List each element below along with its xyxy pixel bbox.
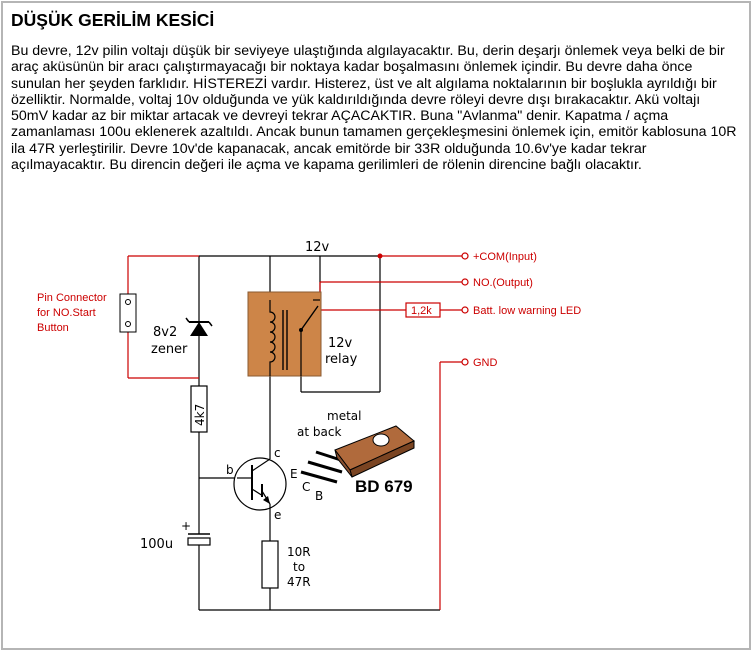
pin-c-label: c <box>274 446 281 460</box>
relay-label: relay <box>325 352 358 367</box>
page-title: DÜŞÜK GERİLİM KESİCİ <box>11 10 215 30</box>
terminal-led-icon <box>461 306 469 314</box>
package-note-1: metal <box>327 409 361 423</box>
capacitor-plus: + <box>181 519 191 533</box>
relay-coil-icon <box>269 300 276 376</box>
transistor-icon <box>233 457 287 511</box>
emitter-resistor <box>261 540 279 589</box>
relay-body <box>247 291 322 377</box>
label-com-input: +COM(Input) <box>473 251 537 263</box>
terminal-no-icon <box>461 278 469 286</box>
terminals <box>461 252 469 366</box>
pin-connector-label-3: Button <box>37 322 69 334</box>
zener-label: zener <box>151 342 188 357</box>
bd679-package-icon <box>300 425 415 484</box>
external-wires <box>127 255 462 610</box>
junction-dot <box>377 253 383 259</box>
pin-b-label: b <box>226 463 234 477</box>
relay-contact-icon <box>300 305 319 331</box>
emitter-resistor-value-2: to <box>293 560 305 574</box>
supply-label: 12v <box>305 240 330 255</box>
emitter-resistor-value-3: 47R <box>287 575 311 589</box>
led-resistor-value: 1,2k <box>411 305 432 317</box>
capacitor-value: 100u <box>140 537 173 552</box>
label-batt-led: Batt. low warning LED <box>473 305 581 317</box>
package-pin-e: E <box>290 467 298 481</box>
pin-connector-icon <box>119 293 137 333</box>
pin-connector-label-2: for NO.Start <box>37 307 96 319</box>
label-gnd: GND <box>473 357 498 369</box>
resistor-4k7 <box>190 385 208 433</box>
package-pin-b: B <box>315 489 323 503</box>
led-resistor <box>405 302 441 318</box>
pin-e-label: e <box>274 508 281 522</box>
relay-voltage: 12v <box>328 336 353 351</box>
package-note-2: at back <box>297 425 341 439</box>
description-paragraph: Bu devre, 12v pilin voltajı düşük bir se… <box>11 43 737 174</box>
terminal-gnd-icon <box>461 358 469 366</box>
zener-diode-icon <box>190 322 208 336</box>
pin-connector-label-1: Pin Connector <box>37 292 107 304</box>
part-number: BD 679 <box>355 477 413 496</box>
terminal-com-icon <box>461 252 469 260</box>
emitter-resistor-value-1: 10R <box>287 545 311 559</box>
zener-value: 8v2 <box>153 325 177 340</box>
label-no-output: NO.(Output) <box>473 277 533 289</box>
resistor-4k7-value: 4k7 <box>193 404 207 426</box>
package-pin-c: C <box>302 480 310 494</box>
